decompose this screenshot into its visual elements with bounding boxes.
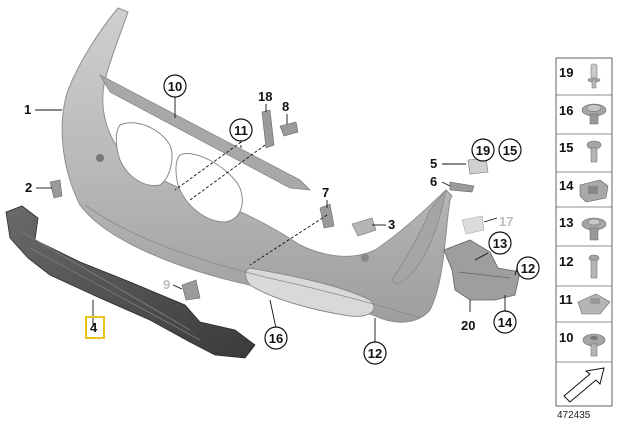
panel-15: 15 [559,140,573,155]
panel-11: 11 [559,292,573,307]
screw-icon [586,140,602,163]
callout-11: 11 [234,123,248,138]
callout-12-side: 12 [521,261,535,276]
panel-12: 12 [559,254,573,269]
bumper-cover [61,7,453,323]
callout-6: 6 [430,174,437,189]
parts-panel: 19 16 15 14 13 12 11 10 [555,57,613,421]
panel-10: 10 [559,330,573,345]
callout-9: 9 [163,277,170,292]
clip-icon [579,179,609,203]
callout-7: 7 [322,185,329,200]
panel-19: 19 [559,65,573,80]
bracket [49,109,521,301]
highlight-box [85,316,105,339]
callout-4: 4 [90,320,98,335]
screw-icon [582,333,606,357]
screw-icon [588,254,600,279]
nut-icon [581,217,607,241]
callout-10: 10 [168,79,182,94]
callout-20: 20 [461,318,475,333]
callout-1: 1 [24,102,31,117]
clip-icon [577,293,611,315]
panel-16: 16 [559,103,573,118]
callout-19: 19 [476,143,490,158]
rivet-icon [587,63,601,89]
lower-reinforcement [5,205,256,359]
callout-17: 17 [499,214,513,229]
arrow-icon [563,367,605,403]
callout-15: 15 [503,143,517,158]
callout-5: 5 [430,156,437,171]
callout-14: 14 [498,315,513,330]
callout-2: 2 [25,180,32,195]
callout-3: 3 [388,217,395,232]
callout-18: 18 [258,89,272,104]
nut-icon [581,103,607,125]
callout-13: 13 [493,236,507,251]
callout-labels: 1 2 3 4 5 6 7 8 9 18 17 20 10 11 19 15 1… [24,74,540,365]
callout-8: 8 [282,99,289,114]
diagram-number: 472435 [557,410,591,421]
callout-12-bottom: 12 [368,346,382,361]
callout-16: 16 [269,331,283,346]
panel-13: 13 [559,215,573,230]
leader-lines [35,97,518,343]
panel-14: 14 [559,178,574,193]
